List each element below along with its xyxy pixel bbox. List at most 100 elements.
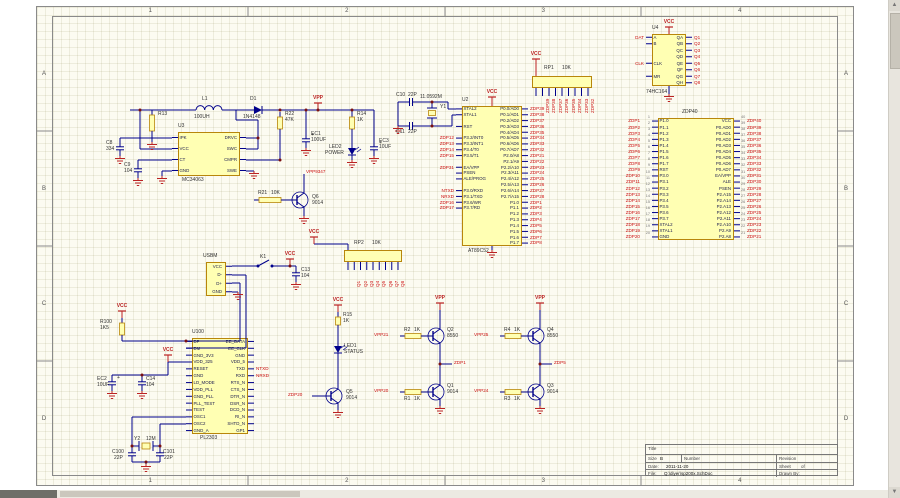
power-port-vpp: VPP bbox=[434, 294, 446, 301]
schematic-text: MC34063 bbox=[182, 177, 204, 183]
net-label: ZDP24 bbox=[747, 216, 762, 222]
net-label: Q8 bbox=[400, 280, 405, 287]
schematic-text: P2.2/A10 bbox=[500, 164, 519, 170]
zone-number: 4 bbox=[738, 8, 742, 14]
schematic-sheet bbox=[36, 6, 854, 486]
schematic-text: MR bbox=[653, 73, 661, 79]
schematic-text: 22P bbox=[408, 92, 417, 98]
horizontal-scrollbar[interactable] bbox=[0, 490, 888, 498]
schematic-text: PSEN bbox=[719, 185, 731, 191]
net-label: ZDP39 bbox=[530, 106, 545, 112]
schematic-text: GND bbox=[179, 167, 190, 173]
net-label: ZDP7 bbox=[530, 234, 542, 240]
number-label: Number bbox=[684, 456, 701, 461]
schematic-text: P2.A10 bbox=[716, 222, 731, 228]
schematic-text: Q5 bbox=[346, 389, 353, 395]
vertical-scroll-thumb[interactable] bbox=[890, 13, 900, 69]
net-label: 24 bbox=[741, 212, 746, 217]
net-label: ZDP10 bbox=[625, 173, 640, 179]
schematic-text: 1K bbox=[343, 318, 350, 324]
net-label: 30 bbox=[741, 175, 746, 180]
schematic-text: P0.3/AD3 bbox=[500, 123, 519, 129]
date-label: Date: bbox=[648, 464, 659, 469]
schematic-text: Q4 bbox=[547, 327, 554, 333]
horizontal-scroll-thumb[interactable] bbox=[60, 491, 300, 497]
net-label: Q1 bbox=[694, 34, 701, 40]
schematic-text: EC3 bbox=[379, 138, 389, 144]
zone-letter: A bbox=[843, 70, 848, 77]
schematic-text: POWER bbox=[325, 150, 344, 156]
net-label: ZDP20 bbox=[625, 234, 640, 240]
part-U3[interactable] bbox=[178, 132, 240, 176]
schematic-text: 12M bbox=[146, 436, 156, 442]
net-label: Q1 bbox=[356, 280, 362, 287]
zone-letter: A bbox=[41, 70, 46, 77]
net-label: ZDP33 bbox=[747, 161, 762, 167]
net-label: ZDP22 bbox=[530, 158, 545, 164]
part-USBM[interactable] bbox=[206, 262, 226, 296]
schematic-text: P0.4/AD4 bbox=[500, 129, 519, 135]
schematic-text: QB bbox=[676, 41, 683, 47]
schematic-text: C11 bbox=[396, 129, 405, 135]
net-label: ZDP11 bbox=[626, 179, 640, 185]
schematic-text: R2 bbox=[404, 327, 411, 333]
zone-number: 3 bbox=[541, 8, 545, 14]
part-ZDP40[interactable] bbox=[658, 118, 734, 240]
net-label: 40 bbox=[741, 114, 746, 119]
schematic-text: 1K bbox=[357, 117, 364, 123]
net-label: Q2 bbox=[694, 41, 701, 47]
schematic-text: PSEN bbox=[463, 170, 476, 176]
part-RP2[interactable] bbox=[344, 250, 402, 262]
net-label: 35 bbox=[741, 145, 746, 150]
net-label: ZDP27 bbox=[530, 187, 545, 193]
net-label: ZDP8 bbox=[628, 161, 640, 167]
net-label: VPP20 bbox=[374, 388, 389, 393]
scroll-up-arrow-icon[interactable]: ▲ bbox=[889, 0, 900, 11]
scroll-down-arrow-icon[interactable]: ▼ bbox=[889, 487, 900, 498]
schematic-text: P1.5 bbox=[509, 228, 519, 234]
schematic-text: R14 bbox=[357, 111, 367, 117]
net-label: Q7 bbox=[393, 280, 399, 287]
part-U2[interactable] bbox=[462, 106, 522, 246]
schematic-text: RP2 bbox=[354, 240, 364, 246]
schematic-text: P0.AD6 bbox=[715, 161, 731, 167]
schematic-text: VDD_PLL bbox=[193, 386, 214, 392]
net-label: ZDP5 bbox=[554, 360, 566, 365]
schematic-text: P2.0/A8 bbox=[503, 152, 519, 158]
schematic-text: C14 bbox=[146, 376, 156, 382]
net-label: ZDP34 bbox=[577, 98, 582, 113]
schematic-text: U4 bbox=[652, 25, 659, 31]
schematic-text: P3.6 bbox=[659, 209, 669, 215]
schematic-text: P2.A15 bbox=[716, 191, 731, 197]
net-label: ZDP4 bbox=[530, 217, 542, 223]
schematic-text: P2.6/A14 bbox=[500, 187, 519, 193]
schematic-text: LED2 bbox=[329, 144, 342, 150]
part-U4[interactable] bbox=[652, 34, 686, 86]
net-label: 36 bbox=[741, 139, 746, 144]
net-label: ZDP5 bbox=[530, 222, 542, 228]
net-label: ZDP37 bbox=[557, 98, 563, 113]
vertical-scrollbar[interactable]: ▲ ▼ bbox=[888, 0, 900, 498]
net-label: Q2 bbox=[362, 280, 368, 287]
schematic-text: P2.4/A12 bbox=[500, 176, 519, 182]
schematic-text: 10UF bbox=[379, 144, 392, 150]
schematic-text: P0.0/AD0 bbox=[500, 106, 519, 112]
schematic-text: P3.3/INT1 bbox=[463, 141, 484, 147]
net-label: ZDP12 bbox=[625, 185, 640, 191]
part-RP1[interactable] bbox=[532, 76, 592, 88]
net-label: ZDP38 bbox=[747, 130, 762, 136]
part-U100[interactable] bbox=[192, 338, 248, 434]
net-label: ZDP36 bbox=[564, 98, 569, 113]
schematic-text: VDD_325 bbox=[193, 359, 213, 365]
net-label: ZDP15 bbox=[439, 152, 454, 158]
schematic-text: 9014 bbox=[547, 389, 559, 395]
schematic-text: P2.A14 bbox=[716, 197, 731, 203]
schematic-text: VCC bbox=[212, 263, 222, 269]
net-label: 10 bbox=[645, 169, 650, 174]
net-label: ZDP9 bbox=[628, 167, 640, 173]
schematic-text: DTR_N bbox=[230, 393, 245, 399]
schematic-text: P2.1/A9 bbox=[503, 158, 519, 164]
net-label: ZDP7 bbox=[628, 155, 640, 161]
